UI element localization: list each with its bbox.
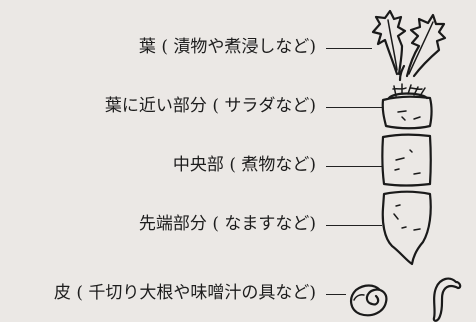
leader-line-middle	[326, 166, 382, 167]
label-skin: 皮 ( 千切り大根や味噌汁の具など)	[53, 283, 316, 303]
leader-line-near-leaves	[326, 107, 382, 108]
label-middle: 中央部 ( 煮物など)	[172, 155, 316, 175]
radish-middle-section-icon	[381, 133, 432, 187]
label-leaves: 葉 ( 漬物や煮浸しなど)	[138, 37, 316, 57]
radish-top-section-icon	[381, 83, 433, 130]
radish-leaves-icon	[371, 9, 447, 82]
radish-peel-icon	[350, 277, 462, 322]
leader-line-skin	[326, 294, 346, 295]
radish-tip-section-icon	[381, 190, 432, 266]
label-tip: 先端部分 ( なますなど)	[138, 214, 316, 234]
leader-line-leaves	[326, 48, 372, 49]
leader-line-tip	[326, 225, 382, 226]
label-near-leaves: 葉に近い部分 ( サラダなど)	[104, 96, 316, 116]
